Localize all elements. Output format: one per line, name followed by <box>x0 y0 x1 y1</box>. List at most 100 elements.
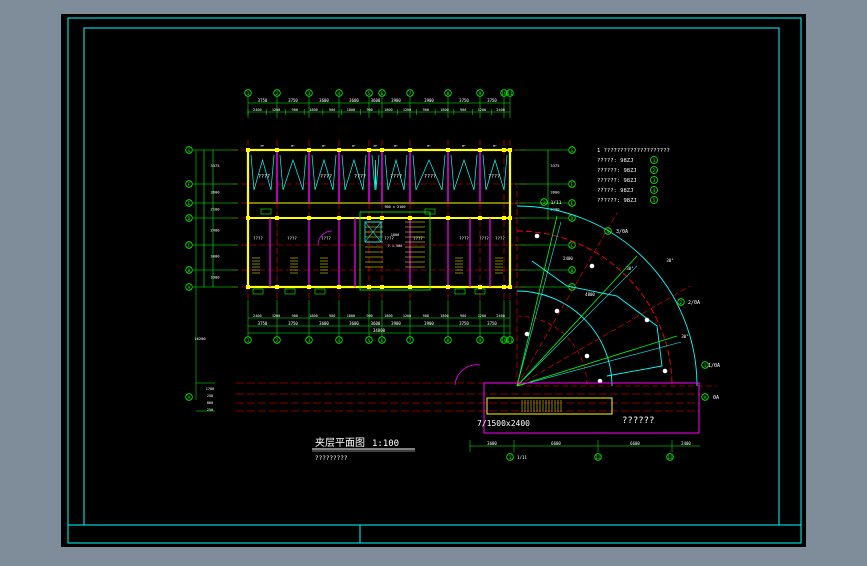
window-tag-6: M* <box>427 144 431 148</box>
annex-label: ?????? <box>622 416 655 426</box>
column-bot-2 <box>307 285 311 289</box>
left-axis-B-label: B <box>188 268 191 274</box>
fan-bottom-axis-13-bubble <box>666 453 674 461</box>
fan-grid-green-0 <box>516 215 558 387</box>
bottom-subdim-4: 900 <box>329 314 335 318</box>
bottom-axis-3-label: 3 <box>308 338 311 344</box>
bottom-axis-4-bubble <box>335 336 343 344</box>
fan-bottom-dim-1: 6600 <box>551 441 561 446</box>
bottom-dim-6: 3900 <box>424 321 434 326</box>
annex-door-arc <box>454 364 481 386</box>
left-axis-G-bubble <box>185 146 193 154</box>
fan-axis-3-label: 3 <box>607 229 610 235</box>
room-tag-3 <box>284 288 296 295</box>
fan-axis-2-label: 2 <box>680 300 683 306</box>
fan-radial-cyan-2 <box>516 341 682 387</box>
fan-label-4: 1/11 <box>551 200 562 206</box>
bottom-dim-7: 3750 <box>459 321 469 326</box>
top-subdim-9: 900 <box>423 108 429 112</box>
column-top-1 <box>275 148 279 152</box>
fan-label-2: 1/0A <box>708 363 720 369</box>
top-subdim-5: 1800 <box>347 108 355 112</box>
top-dim-0: 3750 <box>258 98 268 103</box>
fan-node-5 <box>584 353 590 359</box>
bottom-dim-3: 3600 <box>349 321 359 326</box>
bottom-axis-7-bubble <box>406 336 414 344</box>
upper-room-outline-8 <box>482 154 508 191</box>
lower-room-label-3: ???? <box>384 236 394 241</box>
fan-arc-2 <box>516 205 698 387</box>
left-axis-A-bubble <box>185 283 193 291</box>
upper-room-label-1: ???? <box>320 174 332 180</box>
stair-core <box>359 211 431 291</box>
left-axis-G-label: G <box>188 148 191 154</box>
lower-left-dim-2: 800 <box>207 401 213 405</box>
fan-grid-green-1 <box>516 255 638 387</box>
bottom-dim-1: 3750 <box>288 321 298 326</box>
note-tag-1: 2 <box>653 168 656 174</box>
column-top-5 <box>380 148 384 152</box>
top-axis-7-label: 7 <box>409 91 412 97</box>
bottom-subdim-10: 1800 <box>440 314 448 318</box>
top-dim-1: 3750 <box>288 98 298 103</box>
window-tag-3: M* <box>352 144 356 148</box>
top-dim-2: 3600 <box>319 98 329 103</box>
fan-label-3: 0A <box>713 395 719 401</box>
right-axis-E-bubble <box>568 199 576 207</box>
elevator-box <box>364 221 382 243</box>
bottom-axis-3-bubble <box>305 336 313 344</box>
note-tag-2: 3 <box>653 178 656 184</box>
window-tag-8: M* <box>493 144 497 148</box>
window-tag-5: M* <box>394 144 398 148</box>
top-axis-5-bubble <box>365 89 373 97</box>
fan-node-1 <box>589 263 595 269</box>
top-axis-2-bubble <box>273 89 281 97</box>
fan-small-dim-0: 2400 <box>563 256 573 261</box>
bottom-axis-1-label: 1 <box>247 338 250 344</box>
fan-axis-A-label: A <box>704 395 707 401</box>
notes-block: 1 ?????????????????????????: 98ZJ??????:… <box>597 148 670 204</box>
lower-left-axis-A-label: A <box>188 395 191 401</box>
sheet-background <box>61 14 806 547</box>
upper-room-label-3: ???? <box>390 174 402 180</box>
fan-node-3 <box>662 368 668 374</box>
upper-room-outline-0 <box>250 154 275 191</box>
fan-bottom-dim-0: 3600 <box>487 441 497 446</box>
upper-room-outline-7 <box>450 154 478 191</box>
left-axis-E-label: E <box>188 201 191 207</box>
top-axis-7-bubble <box>406 89 414 97</box>
top-dim-3: 3600 <box>349 98 359 103</box>
column-top-2 <box>307 148 311 152</box>
note-tag-circle-4 <box>650 196 658 204</box>
left-axis-F-bubble <box>185 180 193 188</box>
lower-room-label-7: ???? <box>495 236 505 241</box>
note-tag-3: 4 <box>653 188 656 194</box>
top-subdim-0: 2400 <box>253 108 261 112</box>
fan-node-2 <box>644 317 650 323</box>
note-tag-circle-0 <box>650 156 658 164</box>
room-tag-2 <box>252 288 264 295</box>
door-label: 7/1500x2400 <box>477 419 530 428</box>
fan-axis-1-bubble <box>701 361 709 369</box>
left-dim-0: 3375 <box>210 163 219 168</box>
note-line-5: ??????: 98ZJ <box>597 198 637 204</box>
lower-left-dim-0: 1700 <box>206 387 214 391</box>
left-axis-D-bubble <box>185 214 193 222</box>
fan-radial-cyan-0 <box>516 221 562 387</box>
column-mid-0 <box>246 216 250 220</box>
stair-label-0: 900 x 2100 <box>384 205 405 209</box>
upper-room-outline-1 <box>279 154 307 191</box>
fan-angle-0: 30° <box>626 266 633 271</box>
right-dim-2: 2100 <box>550 207 560 212</box>
bottom-axis-6-label: 6 <box>381 338 384 344</box>
fan-axis-2-bubble <box>677 298 685 306</box>
right-axis-C-label: C <box>571 243 574 249</box>
lower-left-dim-3: 250 <box>207 408 213 412</box>
bottom-axis-7-label: 7 <box>409 338 412 344</box>
bottom-subdim-5: 1800 <box>347 314 355 318</box>
bottom-dim-2: 3600 <box>319 321 329 326</box>
fan-axis-top-1-label: 1 <box>543 200 546 206</box>
sheet-outer-frame <box>67 17 802 544</box>
column-mid-9 <box>502 216 506 220</box>
bottom-subdim-7: 1800 <box>384 314 392 318</box>
